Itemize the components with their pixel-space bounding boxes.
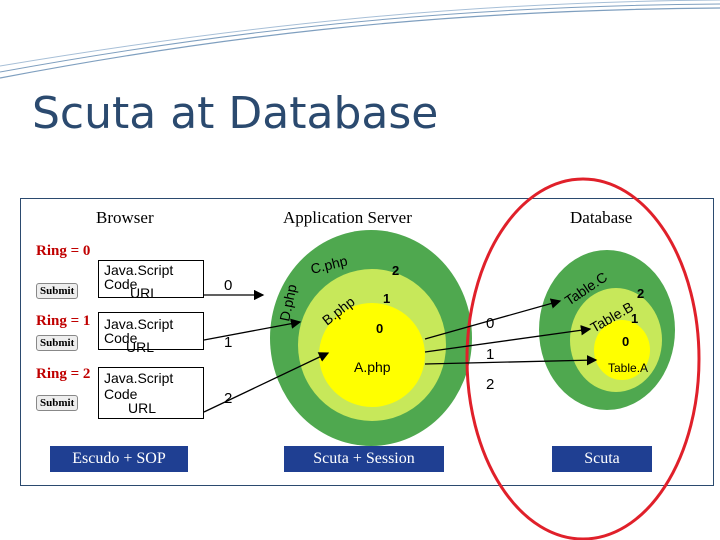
arrow-ring2-to-a xyxy=(203,352,330,413)
scuta-button[interactable]: Scuta xyxy=(552,446,652,472)
ring-0-code-box xyxy=(98,260,204,298)
ring-2-code-line2: Code xyxy=(104,386,138,402)
ring-0-code-line1: Java.Script xyxy=(104,262,174,278)
level-b: 1 xyxy=(383,291,390,306)
ring-0-url: URL xyxy=(130,285,159,301)
arrow-ring1-to-b xyxy=(203,318,302,341)
arrow-a-to-table-c xyxy=(424,298,562,340)
ring-0-submit-button[interactable]: Submit xyxy=(36,283,79,299)
ring-1-submit-button[interactable]: Submit xyxy=(36,335,79,351)
decorative-swoosh xyxy=(0,0,720,79)
db-level-b: 1 xyxy=(631,311,638,326)
ring-2-url: URL xyxy=(128,400,157,416)
ring-1-url: URL xyxy=(126,339,155,355)
app-inner-circle xyxy=(319,303,425,407)
ring-0-code-line2: Code xyxy=(104,276,138,292)
db-inner-circle xyxy=(594,320,650,380)
label-a-php: A.php xyxy=(354,359,391,375)
level-c: 2 xyxy=(392,263,399,278)
db-level-a: 0 xyxy=(622,334,629,349)
ring-1-code-line2: Code xyxy=(104,330,138,346)
arrow-a-to-table-b xyxy=(424,325,592,353)
ring-0-channel: 0 xyxy=(224,277,233,294)
db-level-c: 2 xyxy=(637,286,644,301)
arrow-a-to-table-a xyxy=(424,355,598,366)
ring-2-channel: 2 xyxy=(224,390,233,407)
ring-1-code-line1: Java.Script xyxy=(104,316,174,332)
ring-0-label: Ring = 0 xyxy=(36,243,91,259)
page-title: Scuta at Database xyxy=(32,88,439,139)
ring-1-code-box xyxy=(98,312,204,350)
app-server-header: Application Server xyxy=(283,208,412,227)
ring-1-label: Ring = 1 xyxy=(36,313,91,329)
db-channel-2: 2 xyxy=(486,376,495,393)
database-header: Database xyxy=(570,208,633,227)
db-channel-0: 0 xyxy=(486,315,495,332)
scuta-session-button[interactable]: Scuta + Session xyxy=(284,446,444,472)
browser-header: Browser xyxy=(96,208,154,227)
database-highlight-oval xyxy=(465,177,701,540)
level-a: 0 xyxy=(376,321,383,336)
ring-2-submit-button[interactable]: Submit xyxy=(36,395,79,411)
escudo-sop-button[interactable]: Escudo + SOP xyxy=(50,446,188,472)
ring-1-channel: 1 xyxy=(224,334,233,351)
label-table-a: Table.A xyxy=(608,361,648,375)
ring-2-code-line1: Java.Script xyxy=(104,370,174,386)
ring-2-label: Ring = 2 xyxy=(36,366,91,382)
ring-2-code-box xyxy=(98,367,204,419)
label-d-php: D.php xyxy=(276,283,299,323)
db-channel-1: 1 xyxy=(486,346,495,363)
